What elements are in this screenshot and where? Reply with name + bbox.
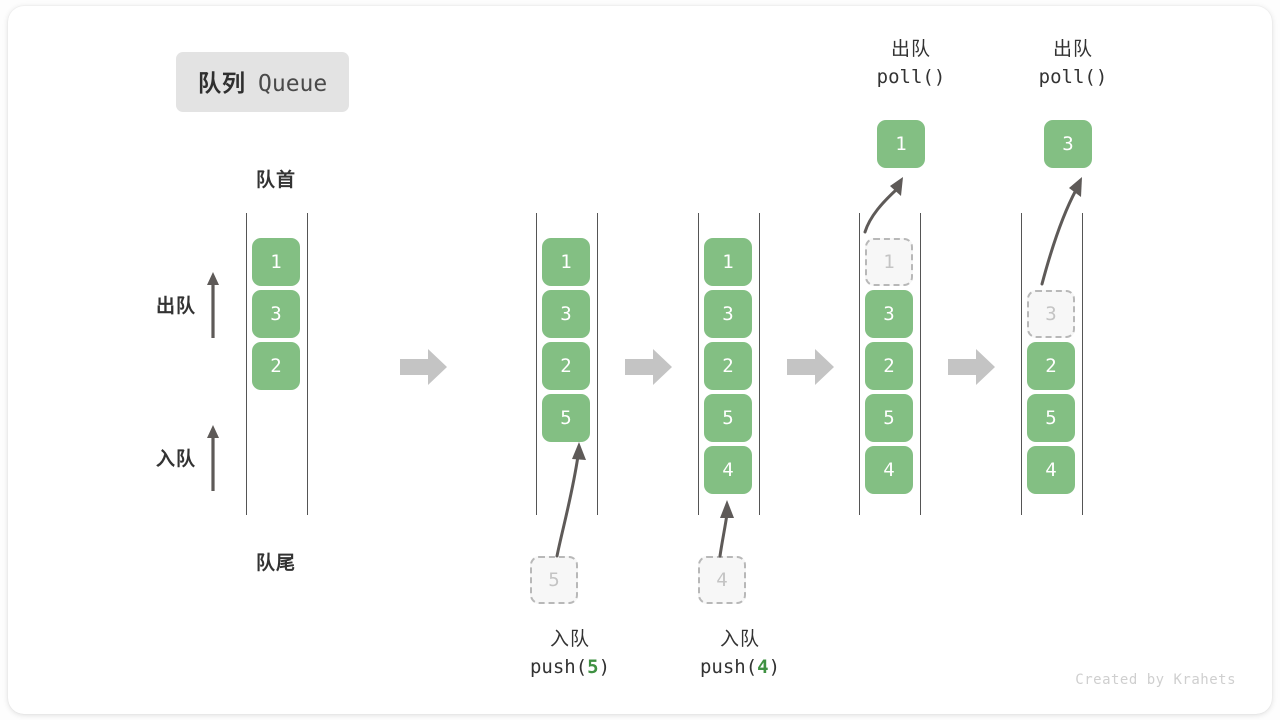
queue-cell: 5 <box>542 394 590 442</box>
step-arrow-icon <box>787 349 834 385</box>
rail-right <box>920 213 921 515</box>
queue-cell: 1 <box>542 238 590 286</box>
step-arrow-icon <box>400 349 447 385</box>
incoming-ghost-cell: 4 <box>698 556 746 604</box>
diagram-card: 队列 Queue 队首 队尾 出队 入队 1 3 2 <box>8 6 1272 714</box>
poll-arrow-icon <box>1040 177 1082 286</box>
outgoing-cell: 3 <box>1044 120 1092 168</box>
queue-cell-ghost: 3 <box>1027 290 1075 338</box>
rail-right <box>307 213 308 515</box>
queue-cell: 2 <box>704 342 752 390</box>
push-arrow-icon <box>718 500 734 558</box>
caption-line-2: poll() <box>1038 65 1108 88</box>
caption-line-1: 出队 <box>1052 39 1093 60</box>
caption-line-1: 入队 <box>549 629 590 650</box>
side-op-enqueue: 入队 <box>156 421 221 493</box>
side-op-enqueue-label: 入队 <box>156 448 197 470</box>
side-op-dequeue-label: 出队 <box>156 295 197 317</box>
caption-poll-3: 出队 poll() <box>973 36 1173 91</box>
queue-cell: 5 <box>704 394 752 442</box>
caption-push-4: 入队 push(4) <box>640 626 840 681</box>
outgoing-cell: 1 <box>877 120 925 168</box>
diagram-stage: 队列 Queue 队首 队尾 出队 入队 1 3 2 <box>8 6 1272 714</box>
push-arrow-icon <box>555 442 586 558</box>
queue-tail-label: 队尾 <box>255 553 296 574</box>
queue-cell: 2 <box>252 342 300 390</box>
queue-cell: 1 <box>252 238 300 286</box>
queue-cell: 1 <box>704 238 752 286</box>
watermark: Created by Krahets <box>1075 672 1236 688</box>
queue-cell: 4 <box>704 446 752 494</box>
caption-line-2: push(4) <box>640 654 840 682</box>
queue-head-label: 队首 <box>255 170 296 191</box>
queue-cell: 2 <box>865 342 913 390</box>
incoming-ghost-cell: 5 <box>530 556 578 604</box>
caption-line-2: push(5) <box>470 654 670 682</box>
caption-line-1: 出队 <box>890 39 931 60</box>
queue-cell: 4 <box>865 446 913 494</box>
queue-cell: 2 <box>542 342 590 390</box>
arrow-up-icon <box>207 425 220 491</box>
queue-cell: 3 <box>542 290 590 338</box>
arrow-up-icon <box>207 272 220 338</box>
caption-close: ) <box>598 655 611 678</box>
title-cn: 队列 <box>198 70 246 96</box>
title-badge: 队列 Queue <box>176 52 350 112</box>
caption-line-1: 入队 <box>719 629 760 650</box>
caption-push-5: 入队 push(5) <box>470 626 670 681</box>
rail-left <box>698 213 699 515</box>
rail-left <box>1021 213 1022 515</box>
poll-arrow-icon <box>863 177 903 234</box>
rail-right <box>759 213 760 515</box>
queue-cell: 2 <box>1027 342 1075 390</box>
rail-left <box>536 213 537 515</box>
queue-cell: 4 <box>1027 446 1075 494</box>
caption-line-2: poll() <box>876 65 946 88</box>
caption-num: 5 <box>587 655 599 678</box>
queue-cell: 3 <box>865 290 913 338</box>
queue-cell: 5 <box>1027 394 1075 442</box>
queue-cell: 3 <box>252 290 300 338</box>
rail-right <box>597 213 598 515</box>
side-op-dequeue: 出队 <box>156 268 221 340</box>
caption-op: push( <box>529 655 588 678</box>
rail-left <box>859 213 860 515</box>
title-en: Queue <box>258 71 328 97</box>
rail-left <box>246 213 247 515</box>
rail-right <box>1082 213 1083 515</box>
queue-cell: 3 <box>704 290 752 338</box>
step-arrow-icon <box>625 349 672 385</box>
caption-op: push( <box>699 655 758 678</box>
queue-cell-ghost: 1 <box>865 238 913 286</box>
caption-poll-1: 出队 poll() <box>811 36 1011 91</box>
queue-cell: 5 <box>865 394 913 442</box>
caption-close: ) <box>768 655 781 678</box>
step-arrow-icon <box>948 349 995 385</box>
caption-num: 4 <box>757 655 769 678</box>
